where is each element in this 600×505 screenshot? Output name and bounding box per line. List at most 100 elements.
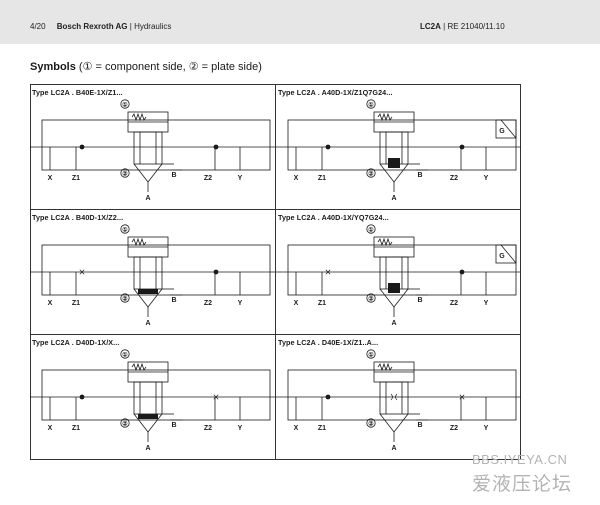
g-box-slash (500, 244, 517, 264)
junction-right (459, 394, 465, 400)
port-label-x: X (294, 175, 299, 182)
panel-title: Type LC2A . A40D-1X/YQ7G24... (278, 213, 389, 222)
header-divider-right: | (443, 22, 448, 31)
port-label-y: Y (238, 175, 243, 182)
valve-insert (133, 131, 163, 165)
plate-body (287, 369, 517, 421)
port-label-x: X (294, 425, 299, 432)
plate-side-label: ② (368, 296, 374, 303)
product-name: LC2A (420, 22, 441, 31)
plug-cone (388, 283, 400, 293)
plate-body (41, 244, 271, 296)
port-label-x: X (294, 300, 299, 307)
junction-right (213, 269, 219, 275)
plate-body (41, 369, 271, 421)
port-label-z2: Z2 (204, 175, 212, 182)
port-label-z2: Z2 (450, 425, 458, 432)
component-side-marker (120, 99, 130, 109)
port-label-z2: Z2 (204, 300, 212, 307)
spring-icon (377, 362, 393, 372)
g-box (495, 244, 517, 264)
port-label-a: A (391, 320, 396, 327)
port-label-y: Y (484, 300, 489, 307)
port-label-b: B (171, 172, 176, 179)
watermark-name: 爱液压论坛 (472, 474, 573, 495)
junction-left (79, 144, 85, 150)
port-label-z2: Z2 (450, 300, 458, 307)
panel-title: Type LC2A . D40E-1X/Z1..A... (278, 338, 379, 347)
port-label-b: B (171, 297, 176, 304)
valve-insert (133, 256, 163, 290)
port-label-a: A (391, 195, 396, 202)
junction-right (459, 144, 465, 150)
port-label-z1: Z1 (318, 425, 326, 432)
port-label-y: Y (238, 425, 243, 432)
plug-cone (388, 158, 400, 168)
port-label-a: A (391, 445, 396, 452)
port-label-x: X (48, 300, 53, 307)
plate-body (287, 119, 517, 171)
plug-bar (138, 414, 158, 419)
panel-title: Type LC2A . D40D-1X/X... (32, 338, 120, 347)
plug-bar (138, 289, 158, 294)
junction-right (213, 144, 219, 150)
spring-icon (131, 237, 147, 247)
component-side-marker (120, 349, 130, 359)
port-label-z1: Z1 (72, 300, 80, 307)
component-side-label: ① (122, 102, 128, 109)
valve-insert (379, 381, 409, 415)
component-side-marker (366, 99, 376, 109)
port-label-z1: Z1 (72, 425, 80, 432)
spring-icon (131, 112, 147, 122)
component-side-label: ① (122, 352, 128, 359)
panel-title: Type LC2A . B40E-1X/Z1... (32, 88, 123, 97)
junction-right (213, 394, 219, 400)
port-label-a: A (145, 195, 150, 202)
plate-side-marker (120, 293, 130, 303)
component-side-label: ① (368, 227, 374, 234)
plate-body (287, 244, 517, 296)
poppet-cone (379, 413, 409, 433)
g-label: G (499, 128, 505, 135)
symbols-legend: (① = component side, ② = plate side) (78, 61, 262, 73)
section-title: Symbols (① = component side, ② = plate s… (30, 60, 262, 73)
page-number: 4/20 (30, 22, 46, 31)
component-side-marker (120, 224, 130, 234)
company-name: Bosch Rexroth AG (56, 22, 128, 31)
port-label-z2: Z2 (450, 175, 458, 182)
poppet-cone (133, 163, 163, 183)
plate-side-label: ② (368, 171, 374, 178)
plate-side-label: ② (122, 421, 128, 428)
component-side-label: ① (368, 102, 374, 109)
plate-side-label: ② (122, 171, 128, 178)
component-side-label: ① (122, 227, 128, 234)
port-label-y: Y (484, 175, 489, 182)
port-label-z1: Z1 (72, 175, 80, 182)
symbol-panel: Type LC2A . B40E-1X/Z1... X Z1 Z2 Y ① A B ② (30, 84, 275, 209)
g-box-slash (500, 119, 517, 139)
port-label-b: B (417, 297, 422, 304)
port-label-y: Y (484, 425, 489, 432)
plate-side-marker (366, 293, 376, 303)
port-label-x: X (48, 175, 53, 182)
header-divider: | (129, 22, 135, 31)
g-label: G (499, 253, 505, 260)
junction-left (325, 394, 331, 400)
g-box (495, 119, 517, 139)
port-label-y: Y (238, 300, 243, 307)
component-side-label: ① (368, 352, 374, 359)
port-label-a: A (145, 320, 150, 327)
panel-title: Type LC2A . B40D-1X/Z2... (32, 213, 124, 222)
spring-icon (131, 362, 147, 372)
junction-left (325, 269, 331, 275)
page-header: 4/20 Bosch Rexroth AG | Hydraulics LC2A … (0, 0, 600, 44)
